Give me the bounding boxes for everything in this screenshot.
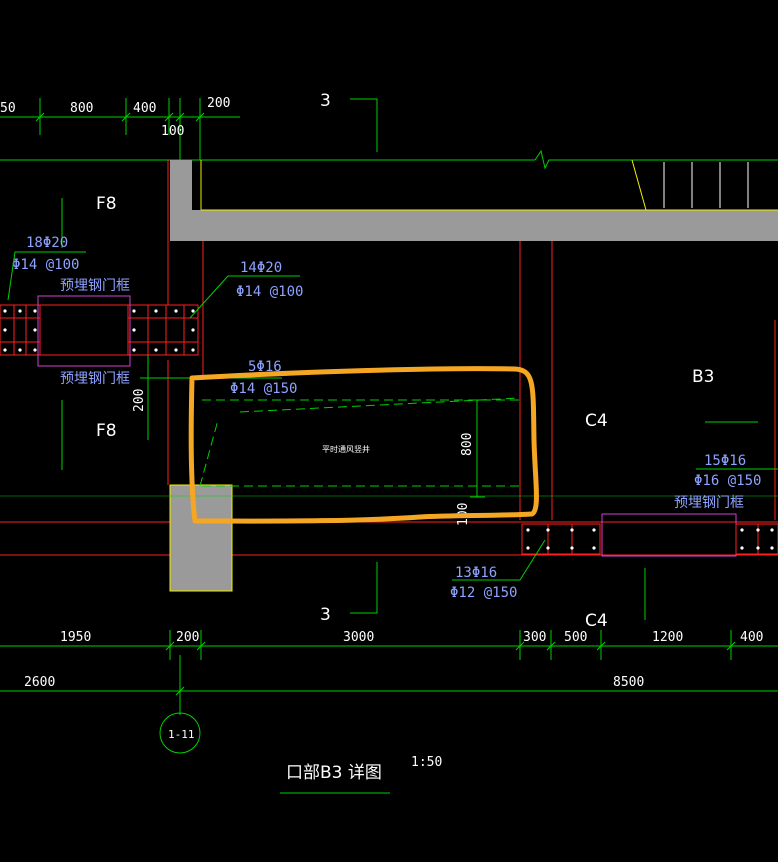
note-right-stirrup: Φ16 @150 <box>694 473 761 489</box>
note-mid-stirrup: Φ14 @100 <box>236 284 303 300</box>
room-b3: B3 <box>692 367 714 387</box>
drawing-scale: 1:50 <box>411 755 442 770</box>
leader-left <box>7 251 86 301</box>
frame-label-right: 预埋钢门框 <box>674 495 744 511</box>
frame-label-left-top: 预埋钢门框 <box>60 278 130 294</box>
note-beam-main: 5Φ16 <box>248 359 282 375</box>
dim-bottom-300: 300 <box>523 630 546 645</box>
note-right-main: 15Φ16 <box>704 453 746 469</box>
left-rebar-dots <box>3 309 195 352</box>
dim-bottom-200: 200 <box>176 630 199 645</box>
left-rebar-frame <box>0 295 199 367</box>
stair-lines <box>631 159 749 211</box>
dim-top-200: 200 <box>207 96 230 111</box>
dim-top-100: 100 <box>161 124 184 139</box>
note-low-main: 13Φ16 <box>455 565 497 581</box>
section-mark-top: 3 <box>320 91 331 111</box>
column-lower-left <box>170 485 232 591</box>
room-c4-mid: C4 <box>585 411 608 431</box>
opening-label: 平时通风竖井 <box>322 444 370 454</box>
room-f8-upper: F8 <box>96 194 117 214</box>
dim-bottom-400: 400 <box>740 630 763 645</box>
note-low-stirrup: Φ12 @150 <box>450 585 517 601</box>
dim-bottom-2600: 2600 <box>24 675 55 690</box>
highlight-annotation <box>188 366 539 524</box>
opening-diagonal <box>199 419 219 487</box>
room-f8-lower: F8 <box>96 421 117 441</box>
axis-bubble-label: 1-11 <box>168 728 195 741</box>
frame-label-left-bottom: 预埋钢门框 <box>60 371 130 387</box>
leader-low <box>452 539 546 581</box>
drawing-title: 口部B3 详图 <box>286 763 382 783</box>
dim-top-800: 800 <box>70 101 93 116</box>
bottom-dimension-row2 <box>0 655 778 715</box>
break-line <box>534 149 778 170</box>
note-left-main: 18Φ20 <box>26 235 68 251</box>
slab-section <box>170 210 778 241</box>
top-dimension-line <box>0 98 240 160</box>
vdim-200: 200 <box>132 389 147 412</box>
walls <box>0 160 778 556</box>
note-mid-main: 14Φ20 <box>240 260 282 276</box>
lower-rebar-frame <box>521 513 778 557</box>
dim-top-400: 400 <box>133 101 156 116</box>
vdim-800: 800 <box>460 433 475 456</box>
note-left-stirrup: Φ14 @100 <box>12 257 79 273</box>
section-mark-bottom: 3 <box>320 605 331 625</box>
dim-bottom-1200: 1200 <box>652 630 683 645</box>
opening-slope-dashed <box>239 397 521 413</box>
room-c4-low: C4 <box>585 611 608 631</box>
section-mark-bottom-line <box>350 562 378 614</box>
section-mark-top-line <box>350 98 378 152</box>
dim-bottom-8500: 8500 <box>613 675 644 690</box>
note-beam-stirrup: Φ14 @150 <box>230 381 297 397</box>
axis-bubble <box>159 712 201 754</box>
dim-bottom-500: 500 <box>564 630 587 645</box>
dim-bottom-3000: 3000 <box>343 630 374 645</box>
column-lower-left-outline <box>169 484 233 592</box>
leader-mid <box>189 275 300 319</box>
dim-top-50: 50 <box>0 101 16 116</box>
dim-bottom-1950: 1950 <box>60 630 91 645</box>
lower-rebar-dots <box>526 528 774 550</box>
bottom-dimension-row1 <box>0 630 778 660</box>
